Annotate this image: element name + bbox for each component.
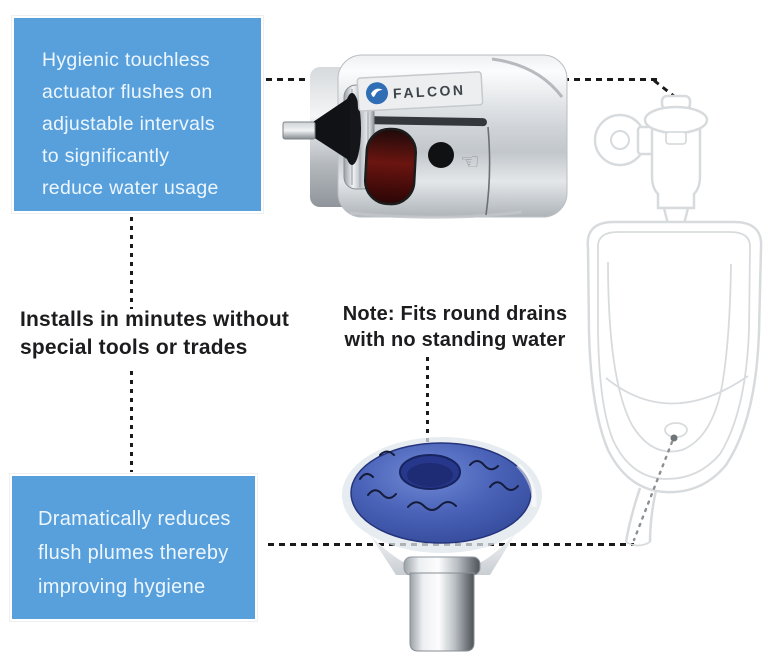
callout-line: flush plumes thereby <box>38 542 229 564</box>
dome-highlight <box>516 463 537 508</box>
valve-body <box>650 123 702 210</box>
flush-button <box>428 142 454 168</box>
note-label: Note: Fits round drains with no standing… <box>330 301 580 353</box>
callout-line: adjustable intervals <box>42 113 215 135</box>
actuator-product-image: FALCON ☜ <box>282 54 568 219</box>
connector-installs-to-plumes-dotted-line <box>130 371 133 472</box>
callout-line: reduce water usage <box>42 177 219 199</box>
callout-box-touchless: Hygienic touchless actuator flushes on a… <box>12 16 263 213</box>
callout-line: to significantly <box>42 145 170 167</box>
falcon-brand-text: FALCON <box>393 82 466 102</box>
urinal-bowl-line <box>607 261 732 453</box>
installs-label: Installs in minutes without special tool… <box>20 306 330 362</box>
drain-device-product-image <box>342 437 542 652</box>
actuator-handle-seam <box>491 57 564 98</box>
urinal-line-art <box>586 94 763 547</box>
device-stem <box>409 572 475 652</box>
valve-cap <box>643 105 709 135</box>
falcon-logo-plate: FALCON <box>356 71 484 112</box>
callout-line: improving hygiene <box>38 576 206 598</box>
callout-line: Dramatically reduces <box>38 508 231 530</box>
hand-icon: ☜ <box>460 150 480 175</box>
donut-squiggles <box>359 450 519 511</box>
drain-dotted-line <box>632 440 674 542</box>
actuator-pin <box>282 121 316 140</box>
installs-line: special tools or trades <box>20 336 248 359</box>
note-line: with no standing water <box>344 329 566 351</box>
falcon-swirl <box>371 88 383 97</box>
connector-note-to-device-dotted-line <box>426 357 429 443</box>
drain-anchor-dot <box>670 434 678 442</box>
callout-line: actuator flushes on <box>42 81 213 103</box>
donut-hole-shadow <box>407 463 453 487</box>
callout-box-plumes: Dramatically reduces flush plumes thereb… <box>10 474 257 621</box>
actuator-groove <box>342 115 487 127</box>
callout-line: Hygienic touchless <box>42 49 210 71</box>
note-line: Note: Fits round drains <box>342 303 568 325</box>
outlet-right <box>648 489 658 543</box>
urinal-inner-rim <box>597 231 751 480</box>
connector-touchless-to-installs-dotted-line <box>130 217 133 309</box>
actuator-plunger-cone <box>308 97 350 161</box>
device-collar <box>403 556 481 576</box>
outlet-left <box>624 487 642 543</box>
falcon-logo-icon <box>366 82 389 105</box>
sensor-window <box>363 127 417 206</box>
actuator-seam <box>485 126 491 216</box>
installs-line: Installs in minutes without <box>20 308 290 331</box>
urinal-back-curve <box>605 375 749 405</box>
actuator-bottom-highlight <box>349 210 523 219</box>
outlet-bottom <box>625 541 651 547</box>
